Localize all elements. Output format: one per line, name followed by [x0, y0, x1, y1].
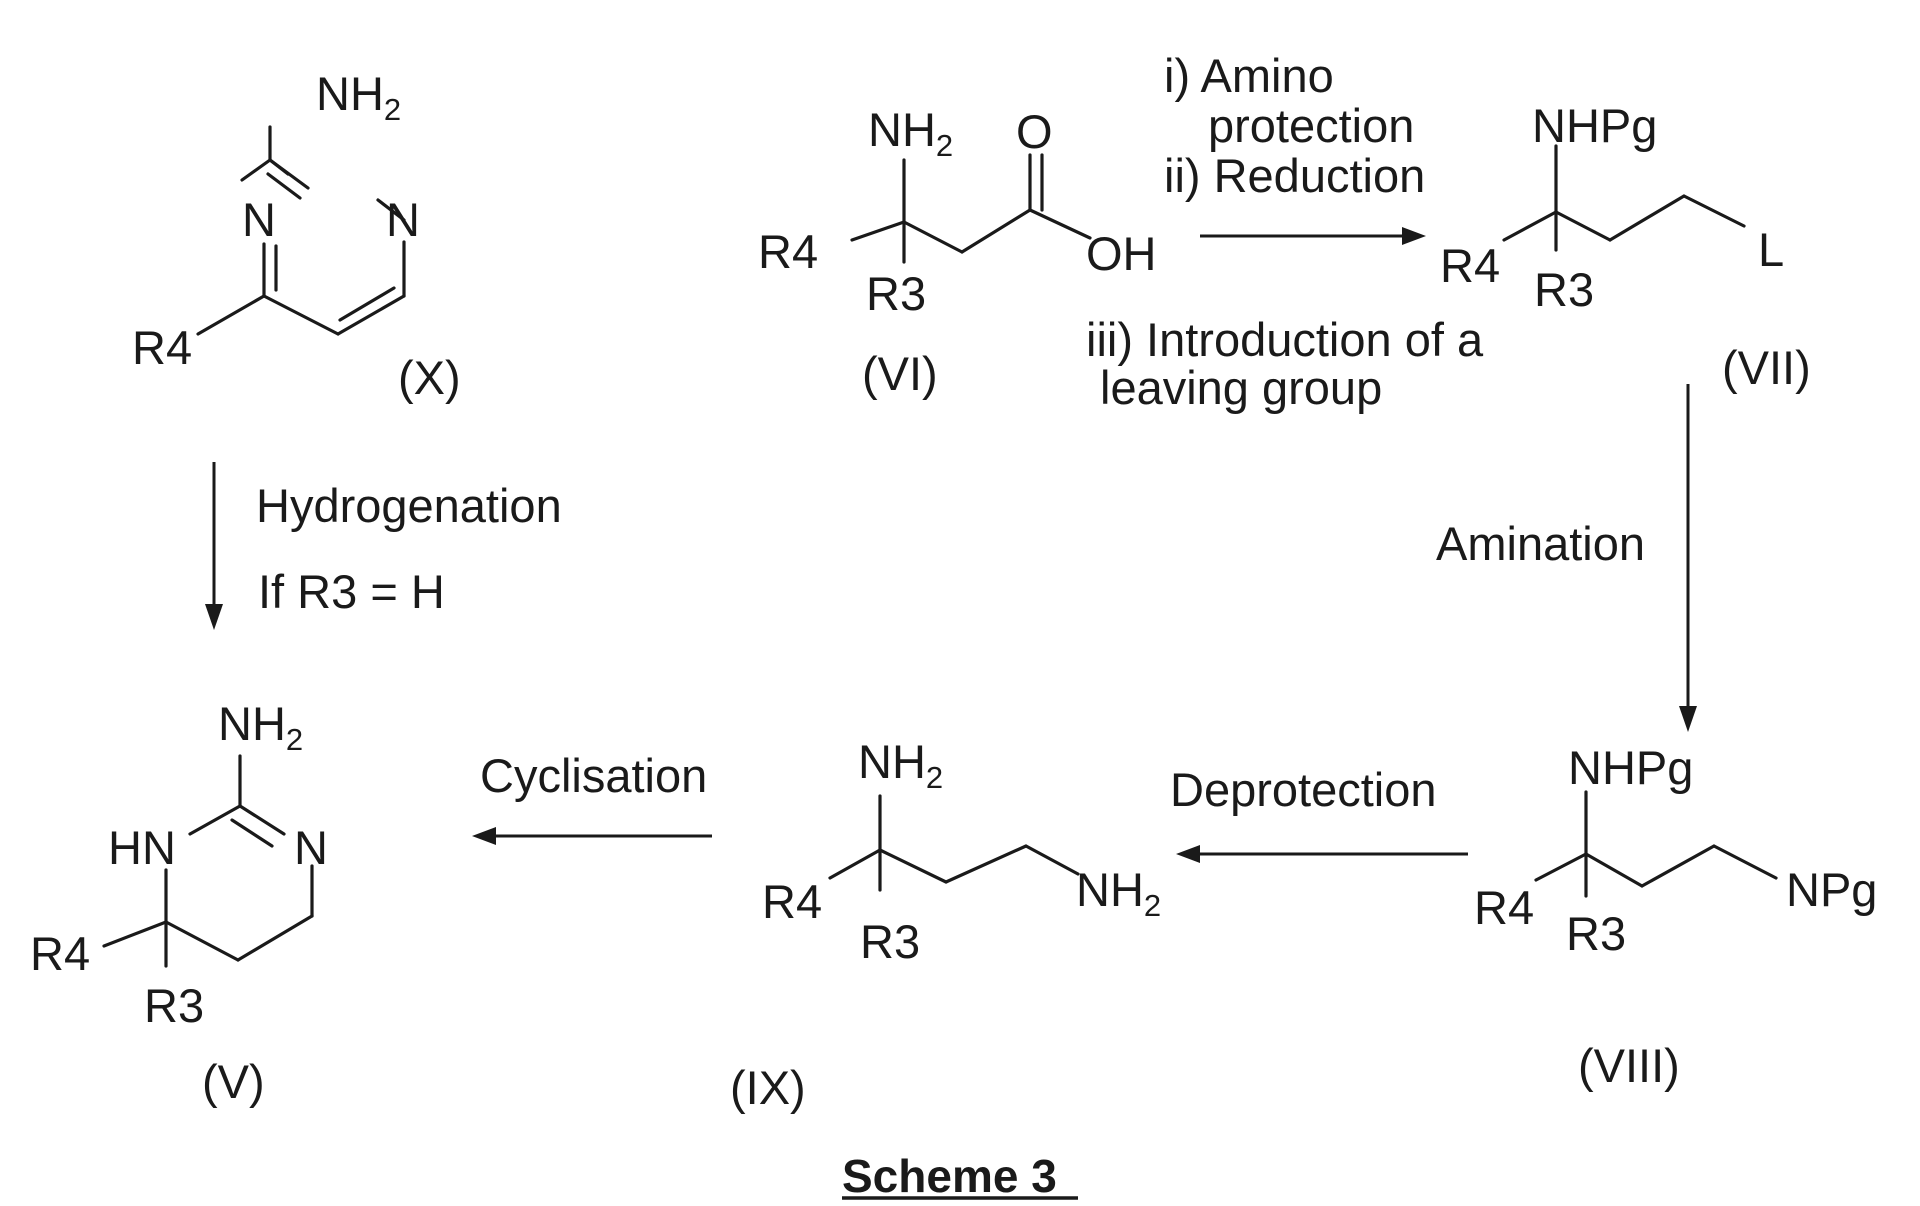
step1-line3: ii) Reduction	[1164, 149, 1425, 202]
bond	[962, 210, 1030, 252]
bond	[830, 850, 880, 878]
viii-compound-label: (VIII)	[1578, 1039, 1680, 1092]
reaction-amination: Amination	[1436, 384, 1697, 732]
vii-r3-label: R3	[1534, 263, 1594, 316]
x-n-right-label: N	[386, 193, 420, 246]
v-compound-label: (V)	[202, 1055, 265, 1108]
viii-nhpg-label: NHPg	[1568, 741, 1693, 794]
ix-r4-label: R4	[762, 875, 822, 928]
bond	[852, 222, 904, 240]
x-compound-label: (X)	[398, 351, 461, 404]
compound-x: NH2 N N R4 (X)	[132, 67, 461, 404]
reaction-cyclisation: Cyclisation	[472, 749, 712, 845]
ix-nh2-top-label: NH2	[858, 735, 943, 795]
vii-r4-label: R4	[1440, 239, 1500, 292]
bond	[238, 916, 312, 960]
v-nh2-label: NH2	[218, 697, 303, 757]
bond	[1586, 854, 1642, 886]
vi-compound-label: (VI)	[862, 347, 938, 400]
deprotection-label: Deprotection	[1170, 763, 1437, 816]
bond	[1610, 196, 1684, 240]
vii-l-label: L	[1758, 223, 1784, 276]
bond	[1556, 212, 1610, 240]
step1-line4: iii) Introduction of a	[1086, 313, 1484, 366]
v-hn-label: HN	[108, 821, 176, 874]
compound-viii: NHPg R4 R3 NPg (VIII)	[1474, 741, 1877, 1092]
bond	[1642, 846, 1714, 886]
bond	[1030, 210, 1090, 238]
bond	[1714, 846, 1776, 878]
vii-compound-label: (VII)	[1722, 341, 1811, 394]
hydrogenation-condition: If R3 = H	[258, 565, 445, 618]
amination-label: Amination	[1436, 517, 1645, 570]
bond	[1026, 846, 1078, 874]
reaction-deprotection: Deprotection	[1170, 763, 1468, 863]
vi-r4-label: R4	[758, 225, 818, 278]
bond	[264, 296, 338, 334]
step1-line2: protection	[1208, 99, 1414, 152]
viii-npg-label: NPg	[1786, 863, 1877, 916]
vi-oh-label: OH	[1086, 227, 1157, 280]
scheme-title: Scheme 3	[842, 1150, 1078, 1202]
vi-r3-label: R3	[866, 267, 926, 320]
vi-o-label: O	[1016, 105, 1053, 158]
bond	[242, 160, 270, 180]
bond	[166, 922, 238, 960]
bond	[904, 222, 962, 252]
arrow-head	[472, 827, 496, 845]
arrow-head	[205, 604, 223, 630]
bond	[1684, 196, 1744, 226]
hydrogenation-label: Hydrogenation	[256, 479, 562, 532]
bond	[340, 288, 394, 320]
cyclisation-label: Cyclisation	[480, 749, 707, 802]
v-r3-label: R3	[144, 979, 204, 1032]
v-r4-label: R4	[30, 927, 90, 980]
bond	[1536, 854, 1586, 880]
viii-r3-label: R3	[1566, 907, 1626, 960]
x-nh2-label: NH2	[316, 67, 401, 127]
viii-r4-label: R4	[1474, 881, 1534, 934]
bond	[1504, 212, 1556, 240]
ix-nh2-end-label: NH2	[1076, 863, 1161, 923]
compound-v: NH2 HN N R4 R3 (V)	[30, 697, 328, 1108]
bond	[104, 922, 166, 946]
v-n-label: N	[294, 821, 328, 874]
scheme-title-text: Scheme 3	[842, 1150, 1057, 1202]
vii-nhpg-label: NHPg	[1532, 99, 1657, 152]
bond	[270, 160, 288, 174]
ix-r3-label: R3	[860, 915, 920, 968]
step1-line5: leaving group	[1100, 361, 1382, 414]
compound-ix: NH2 R4 R3 NH2 (IX)	[730, 735, 1161, 1114]
arrow-head	[1176, 845, 1200, 863]
bond	[946, 846, 1026, 882]
compound-vii: NHPg R4 R3 L (VII)	[1440, 99, 1811, 394]
x-r4-label: R4	[132, 321, 192, 374]
arrow-head	[1402, 227, 1426, 245]
arrow-head	[1679, 706, 1697, 732]
bond	[198, 296, 264, 334]
vi-nh2-label: NH2	[868, 103, 953, 163]
step1-line1: i) Amino	[1164, 49, 1334, 102]
ix-compound-label: (IX)	[730, 1061, 806, 1114]
x-n-left-label: N	[242, 193, 276, 246]
reaction-hydrogenation: Hydrogenation If R3 = H	[205, 462, 562, 630]
bond	[880, 850, 946, 882]
